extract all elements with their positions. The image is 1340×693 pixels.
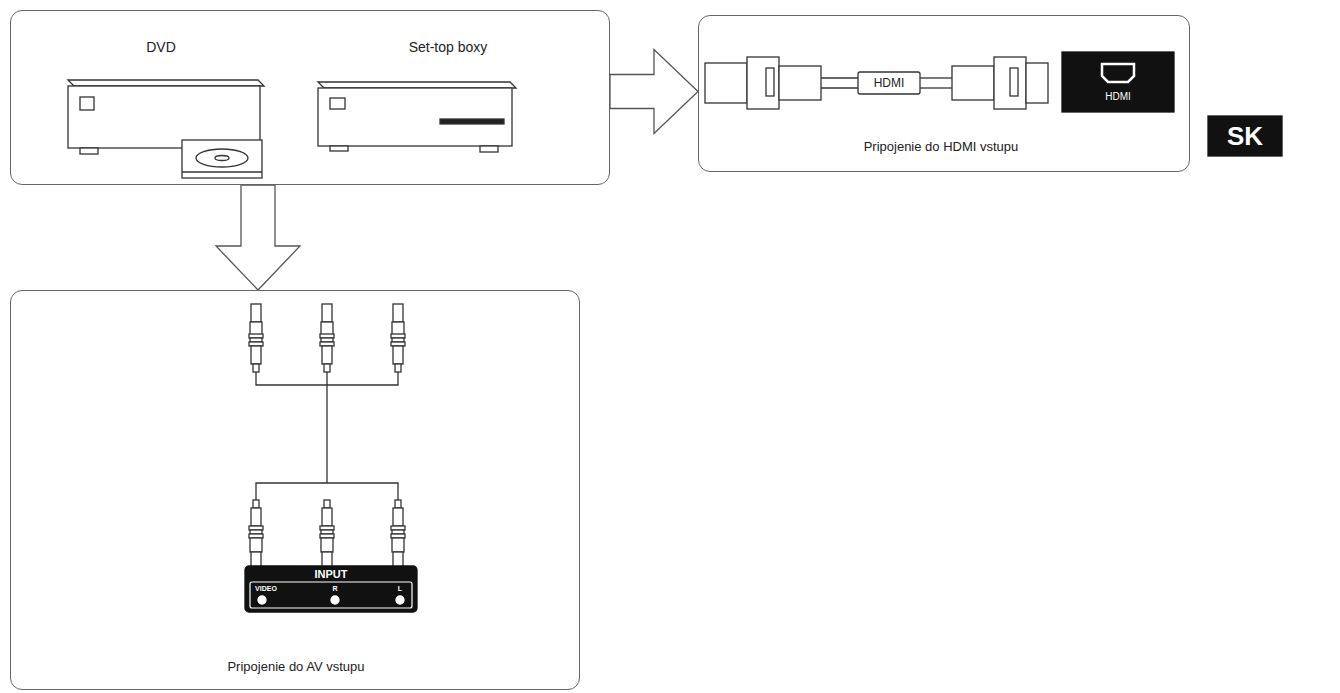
language-tag-text: SK	[1227, 123, 1263, 149]
language-tag	[1208, 116, 1282, 156]
rca-plug	[251, 346, 261, 364]
rca-plug	[395, 364, 401, 372]
av-input-panel	[245, 566, 417, 612]
rca-plug	[322, 346, 332, 364]
rca-plug	[250, 538, 262, 552]
rca-plug	[324, 364, 330, 372]
hdmi-port-icon	[1062, 52, 1174, 112]
jack-label: R	[332, 585, 337, 592]
device-label: Set-top boxy	[409, 39, 488, 55]
device-label: DVD	[146, 39, 176, 55]
rca-cable	[249, 304, 405, 570]
rca-plug	[253, 500, 259, 508]
hdmi-cable	[705, 57, 1048, 109]
source-devices-box: DVD Set-top boxy	[10, 10, 610, 185]
rca-plug	[251, 304, 261, 322]
hollow-arrow	[610, 50, 698, 134]
dvd-player	[68, 80, 264, 178]
rca-plug	[322, 304, 332, 322]
rca-plug	[322, 508, 332, 526]
rca-plug	[392, 538, 404, 552]
hollow-arrow	[216, 185, 300, 290]
rca-plug	[251, 508, 261, 526]
panel-title: INPUT	[315, 569, 348, 580]
caption-text: Pripojenie do AV vstupu	[227, 659, 364, 674]
rca-plug	[253, 364, 259, 372]
rca-plug	[395, 500, 401, 508]
rca-plug	[393, 508, 403, 526]
jack-label: VIDEO	[255, 585, 277, 592]
set-top-box	[318, 82, 516, 152]
cable-label: HDMI	[874, 77, 905, 89]
caption-text: Pripojenie do HDMI vstupu	[864, 139, 1019, 154]
rca-plug	[321, 538, 333, 552]
rca-plug	[393, 304, 403, 322]
rca-plug	[324, 500, 330, 508]
av-connection-box: Pripojenie do AV vstupu	[10, 290, 580, 690]
rca-plug	[393, 346, 403, 364]
jack-label: L	[398, 585, 402, 592]
port-label: HDMI	[1105, 92, 1131, 102]
